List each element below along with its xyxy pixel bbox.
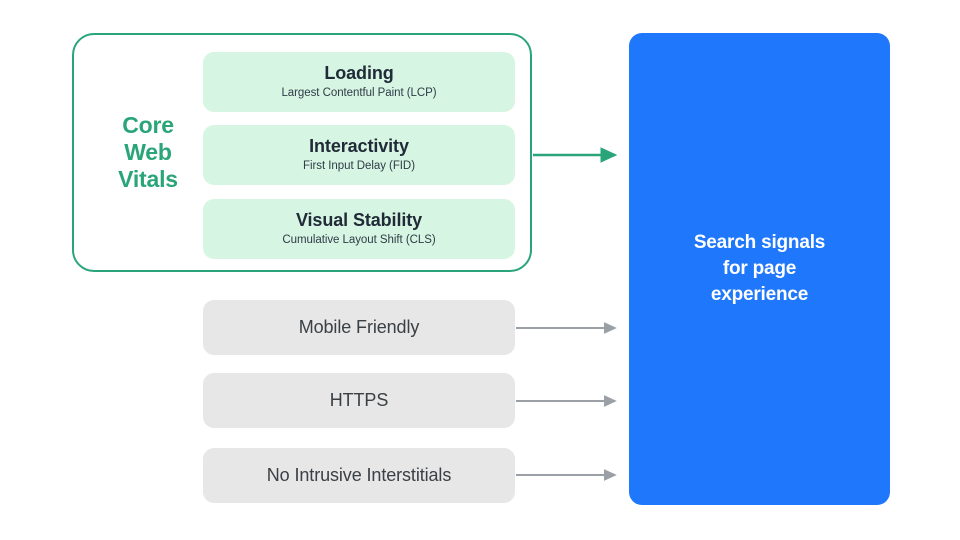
core-web-vitals-label-line-3: Vitals: [118, 166, 178, 192]
signal-label: Mobile Friendly: [298, 317, 420, 337]
search-signals-label: Search signals for page experience: [693, 232, 826, 305]
core-web-vitals-label: Core Web Vitals: [100, 112, 196, 193]
metric-subtitle: Largest Contentful Paint (LCP): [281, 87, 437, 99]
metric-subtitle: First Input Delay (FID): [303, 160, 415, 172]
metric-card-interactivity: Interactivity First Input Delay (FID): [203, 125, 515, 185]
signal-label: HTTPS: [329, 390, 389, 410]
metric-subtitle: Cumulative Layout Shift (CLS): [282, 234, 436, 246]
core-web-vitals-label-line-1: Core: [122, 112, 174, 138]
core-web-vitals-label-line-2: Web: [124, 139, 172, 165]
metric-card-loading: Loading Largest Contentful Paint (LCP): [203, 52, 515, 112]
metric-title: Loading: [324, 63, 394, 83]
signal-card-no-intrusive-interstitials: No Intrusive Interstitials: [203, 448, 515, 503]
signal-label: No Intrusive Interstitials: [266, 465, 452, 485]
signal-card-mobile-friendly: Mobile Friendly: [203, 300, 515, 355]
metric-title: Visual Stability: [295, 210, 423, 230]
metric-card-visual-stability: Visual Stability Cumulative Layout Shift…: [203, 199, 515, 259]
metric-title: Interactivity: [309, 136, 409, 156]
search-signals-box: Search signals for page experience: [629, 33, 890, 505]
signal-card-https: HTTPS: [203, 373, 515, 428]
core-web-vitals-group: [72, 33, 532, 272]
